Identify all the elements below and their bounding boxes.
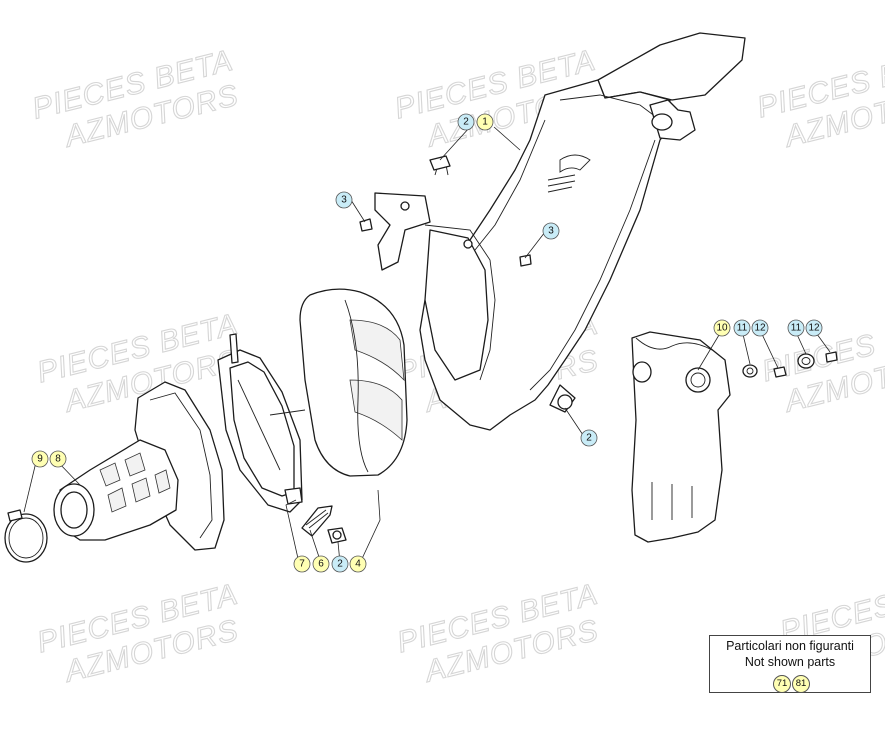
intake-duct (53, 381, 225, 551)
callout-2: 2 (457, 113, 475, 131)
callout-8: 8 (49, 450, 67, 468)
callout-6: 6 (312, 555, 330, 573)
callout-7: 7 (293, 555, 311, 573)
callout-2: 2 (331, 555, 349, 573)
legend-title-english: Not shown parts (744, 655, 836, 669)
legend-part-number: 81 (792, 675, 810, 693)
callout-number: 11 (737, 323, 748, 334)
callout-number: 3 (341, 195, 347, 206)
callout-number: 3 (548, 226, 554, 237)
callout-number: 10 (716, 323, 728, 334)
callout-10: 10 (713, 319, 731, 337)
callout-3: 3 (335, 191, 353, 209)
callout-3: 3 (542, 222, 560, 240)
callout-number: 12 (754, 323, 766, 334)
callout-number: 7 (299, 559, 305, 570)
callout-number: 8 (55, 454, 61, 465)
callout-number: 2 (586, 433, 592, 444)
callout-1: 1 (476, 113, 494, 131)
hose-clamp (4, 509, 48, 563)
callout-number: 12 (808, 323, 820, 334)
callout-number: 2 (463, 117, 469, 128)
callout-number: 9 (37, 454, 43, 465)
callout-9: 9 (31, 450, 49, 468)
callout-number: 11 (791, 323, 802, 334)
callout-12: 12 (751, 319, 769, 337)
filter-cage (217, 333, 306, 513)
callout-2: 2 (580, 429, 598, 447)
callout-4: 4 (349, 555, 367, 573)
side-cover-panel (631, 331, 731, 543)
callout-number: 2 (337, 559, 343, 570)
callout-number: 1 (482, 117, 488, 128)
callout-11: 11 (733, 319, 751, 337)
air-filter-sponge (299, 288, 408, 477)
airbox-housing (374, 32, 746, 431)
not-shown-parts-legend: Particolari non figuranti Not shown part… (709, 635, 871, 693)
legend-title-italian: Particolari non figuranti (726, 639, 854, 653)
callout-12: 12 (805, 319, 823, 337)
leader-lines (23, 126, 831, 564)
filter-bracket-and-nut (301, 505, 347, 544)
callout-11: 11 (787, 319, 805, 337)
callout-number: 4 (355, 559, 361, 570)
callout-number: 6 (318, 559, 324, 570)
callouts: 2 1 3 3 2 9 8 7 (31, 113, 823, 573)
legend-part-number: 71 (773, 675, 791, 693)
